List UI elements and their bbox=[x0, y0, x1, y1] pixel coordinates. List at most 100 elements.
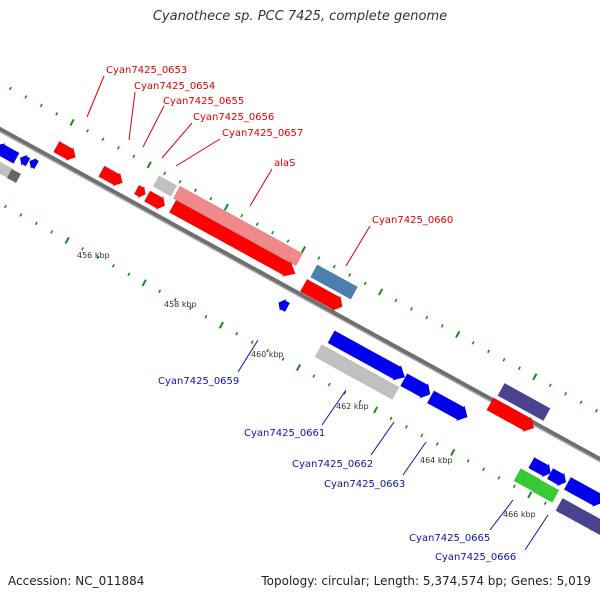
tick-lower bbox=[281, 357, 285, 361]
tick-lower bbox=[358, 399, 362, 404]
tick-lower bbox=[466, 459, 470, 463]
gene-cyan7425-0660[interactable] bbox=[310, 264, 359, 301]
tick-lower bbox=[158, 289, 162, 294]
gene-blue-right-2[interactable] bbox=[546, 467, 567, 487]
tick-lower bbox=[343, 391, 347, 395]
tick-upper bbox=[471, 341, 475, 345]
tick-lower bbox=[250, 340, 254, 344]
gene-label-cyan7425-0654[interactable]: Cyan7425_0654 bbox=[134, 81, 215, 92]
gene-slate-1[interactable] bbox=[497, 382, 552, 423]
tick-upper bbox=[286, 239, 290, 243]
tick-upper bbox=[532, 373, 538, 381]
tick-upper bbox=[487, 349, 491, 354]
leader-cyan7425-0666 bbox=[524, 514, 549, 551]
tick-lower bbox=[235, 331, 239, 336]
kbp-label-464: 464 kbp bbox=[420, 456, 453, 465]
tick-upper bbox=[101, 137, 105, 142]
tick-upper bbox=[517, 366, 521, 371]
tick-lower bbox=[312, 374, 316, 378]
leader-cyan7425-0656 bbox=[161, 122, 193, 159]
gene-label-cyan7425-0665[interactable]: Cyan7425_0665 bbox=[409, 533, 490, 544]
gene-cyan7425-0655[interactable] bbox=[133, 184, 146, 199]
tick-lower bbox=[173, 297, 177, 302]
kbp-label-462: 462 kbp bbox=[336, 402, 369, 411]
tick-upper bbox=[39, 103, 43, 108]
tick-upper bbox=[69, 118, 75, 126]
leader-cyan7425-0665 bbox=[489, 499, 514, 531]
gene-label-cyan7425-0656[interactable]: Cyan7425_0656 bbox=[193, 112, 274, 123]
gene-cyan7425-0660b[interactable] bbox=[299, 278, 343, 312]
tick-lower bbox=[204, 314, 208, 319]
leader-cyan7425-0653 bbox=[86, 75, 105, 118]
gene-label-cyan7425-0662[interactable]: Cyan7425_0662 bbox=[292, 459, 373, 470]
leader-cyan7425-0662 bbox=[370, 421, 395, 456]
gene-blue-right-1[interactable] bbox=[528, 456, 551, 478]
tick-lower bbox=[127, 272, 131, 277]
gene-cyan7425-0654[interactable] bbox=[98, 165, 123, 187]
tick-lower bbox=[512, 484, 516, 489]
tick-lower bbox=[3, 204, 7, 209]
gene-features bbox=[0, 140, 600, 537]
tick-upper bbox=[240, 213, 244, 218]
gene-left-grey-2[interactable] bbox=[6, 168, 22, 185]
kbp-label-460: 460 kbp bbox=[251, 350, 284, 359]
tick-upper bbox=[440, 324, 444, 328]
gene-label-cyan7425-0655[interactable]: Cyan7425_0655 bbox=[163, 96, 244, 107]
tick-lower bbox=[218, 321, 224, 329]
tick-lower bbox=[64, 236, 70, 244]
tick-upper bbox=[116, 146, 120, 150]
gene-label-alas[interactable]: alaS bbox=[274, 158, 295, 169]
leader-cyan7425-0659 bbox=[237, 339, 259, 373]
leader-alas bbox=[249, 168, 273, 207]
tick-upper bbox=[300, 246, 307, 254]
tick-marks bbox=[3, 86, 598, 531]
gene-label-cyan7425-0657[interactable]: Cyan7425_0657 bbox=[222, 128, 303, 139]
tick-lower bbox=[482, 467, 486, 472]
tick-upper bbox=[455, 330, 461, 338]
tick-lower bbox=[189, 306, 192, 311]
gene-cyan7425-0661[interactable] bbox=[327, 330, 406, 381]
tick-upper bbox=[425, 315, 429, 320]
tick-upper bbox=[146, 161, 152, 169]
tick-lower bbox=[34, 221, 38, 226]
tick-lower bbox=[435, 442, 439, 446]
gene-label-cyan7425-0659[interactable]: Cyan7425_0659 bbox=[158, 376, 239, 387]
tick-upper bbox=[194, 188, 197, 193]
gene-cyan7425-0653[interactable] bbox=[53, 140, 76, 162]
tick-lower bbox=[19, 213, 23, 217]
gene-cyan7425-0658[interactable] bbox=[168, 199, 296, 277]
gene-left-blue-3[interactable] bbox=[29, 157, 40, 170]
gene-left-blue-2[interactable] bbox=[19, 154, 31, 167]
tick-upper bbox=[378, 288, 384, 296]
leader-cyan7425-0654 bbox=[128, 91, 136, 141]
tick-upper bbox=[178, 179, 182, 184]
leader-cyan7425-0657 bbox=[175, 138, 221, 167]
leader-cyan7425-0655 bbox=[142, 105, 165, 148]
gene-cyan7425-0664[interactable] bbox=[486, 397, 535, 433]
map-title: Cyanothece sp. PCC 7425, complete genome bbox=[152, 9, 448, 24]
genome-summary-text: Topology: circular; Length: 5,374,574 bp… bbox=[261, 574, 591, 588]
gene-label-cyan7425-0653[interactable]: Cyan7425_0653 bbox=[106, 65, 187, 76]
tick-lower bbox=[50, 230, 54, 234]
tick-upper bbox=[86, 129, 90, 133]
gene-cyan7425-0666[interactable] bbox=[555, 497, 600, 537]
gene-alas[interactable] bbox=[172, 185, 304, 268]
gene-cyan7425-0663a[interactable] bbox=[400, 373, 431, 399]
gene-left-blue-1[interactable] bbox=[0, 143, 20, 164]
gene-cyan7425-0662[interactable] bbox=[314, 344, 400, 401]
gene-cyan7425-0656[interactable] bbox=[152, 175, 178, 198]
leader-cyan7425-0661 bbox=[321, 389, 347, 426]
tick-upper bbox=[595, 408, 598, 413]
gene-label-cyan7425-0660[interactable]: Cyan7425_0660 bbox=[372, 215, 453, 226]
gene-cyan7425-0657[interactable] bbox=[143, 190, 166, 211]
gene-label-cyan7425-0661[interactable]: Cyan7425_0661 bbox=[244, 428, 325, 439]
tick-lower bbox=[420, 433, 424, 438]
gene-cyan7425-0665b[interactable] bbox=[532, 479, 560, 504]
gene-cyan7425-0663[interactable] bbox=[426, 390, 468, 422]
tick-lower bbox=[404, 425, 408, 429]
gene-small-blue[interactable] bbox=[278, 298, 291, 313]
gene-label-cyan7425-0666[interactable]: Cyan7425_0666 bbox=[435, 552, 516, 563]
gene-label-cyan7425-0663[interactable]: Cyan7425_0663 bbox=[324, 479, 405, 490]
tick-upper bbox=[348, 273, 352, 277]
